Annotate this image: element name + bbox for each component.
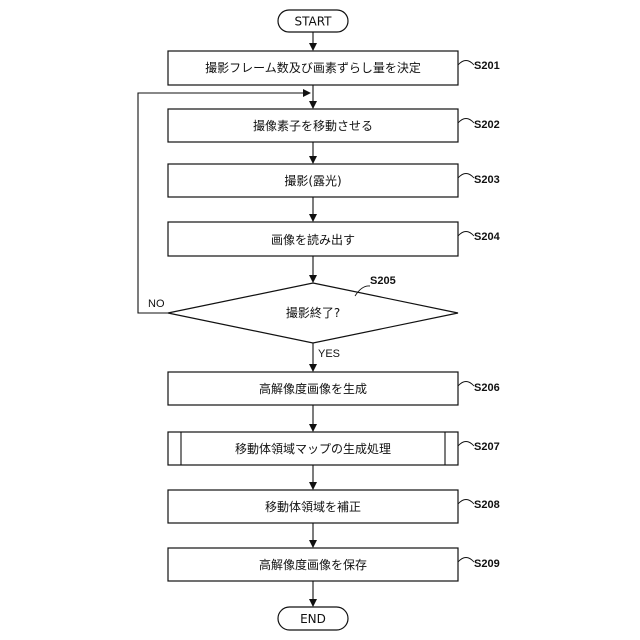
end-terminal: END — [278, 607, 348, 630]
step-s203: 撮影(露光) S203 — [168, 164, 500, 197]
step-s207: 移動体領域マップの生成処理 S207 — [168, 432, 500, 465]
decision-s205: 撮影終了? S205 NO YES — [148, 275, 458, 360]
step-s204-id: S204 — [474, 231, 501, 243]
step-s204-text: 画像を読み出す — [271, 232, 355, 247]
step-s203-text: 撮影(露光) — [284, 174, 341, 188]
step-s209-id: S209 — [474, 558, 500, 570]
step-s202-text: 撮像素子を移動させる — [253, 119, 373, 133]
step-s202: 撮像素子を移動させる S202 — [168, 109, 500, 142]
step-s207-id: S207 — [474, 441, 500, 453]
step-s203-id: S203 — [474, 174, 500, 186]
step-s208-text: 移動体領域を補正 — [265, 499, 361, 514]
step-s201-text: 撮影フレーム数及び画素ずらし量を決定 — [205, 60, 421, 75]
end-label: END — [300, 612, 326, 626]
branch-yes-label: YES — [318, 348, 340, 360]
step-s209-text: 高解像度画像を保存 — [259, 557, 367, 572]
step-s202-id: S202 — [474, 119, 500, 131]
step-s204: 画像を読み出す S204 — [168, 222, 501, 256]
start-terminal: START — [278, 10, 348, 32]
step-s208-id: S208 — [474, 499, 500, 511]
step-s201: 撮影フレーム数及び画素ずらし量を決定 S201 — [168, 51, 500, 85]
step-s206: 高解像度画像を生成 S206 — [168, 372, 500, 405]
branch-no-label: NO — [148, 298, 165, 310]
step-s209: 高解像度画像を保存 S209 — [168, 548, 500, 581]
step-s207-text: 移動体領域マップの生成処理 — [235, 441, 391, 456]
start-label: START — [294, 15, 332, 29]
step-s201-id: S201 — [474, 60, 500, 72]
step-s208: 移動体領域を補正 S208 — [168, 490, 500, 523]
decision-s205-text: 撮影終了? — [286, 305, 340, 320]
step-s206-id: S206 — [474, 382, 500, 394]
step-s206-text: 高解像度画像を生成 — [259, 381, 367, 396]
decision-s205-id: S205 — [370, 275, 396, 287]
